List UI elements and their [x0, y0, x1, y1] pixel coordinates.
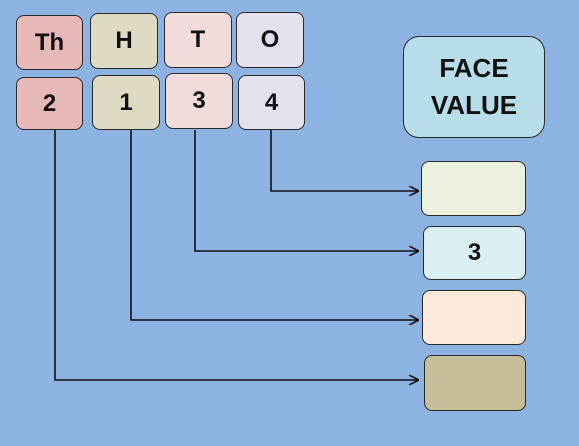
answer-box-ones[interactable] [421, 161, 526, 216]
face-value-title: FACE VALUE [403, 36, 545, 138]
connector-tens [194, 130, 418, 251]
header-hundreds: H [90, 13, 158, 69]
answer-box-hundreds[interactable] [422, 290, 526, 345]
digit-tens: 3 [165, 73, 233, 129]
connector-hundreds [130, 130, 418, 320]
digit-ones: 4 [238, 75, 305, 130]
answer-box-tens[interactable]: 3 [423, 226, 526, 280]
header-thousands: Th [16, 15, 83, 70]
connector-thousands [54, 130, 418, 380]
face-value-title-line2: VALUE [430, 90, 518, 120]
connector-ones [270, 130, 418, 191]
digit-hundreds: 1 [92, 75, 160, 130]
answer-box-thousands[interactable] [424, 355, 526, 411]
header-tens: T [164, 12, 232, 68]
face-value-title-line1: FACE [439, 53, 509, 83]
digit-thousands: 2 [16, 77, 83, 130]
header-ones: O [236, 12, 304, 68]
